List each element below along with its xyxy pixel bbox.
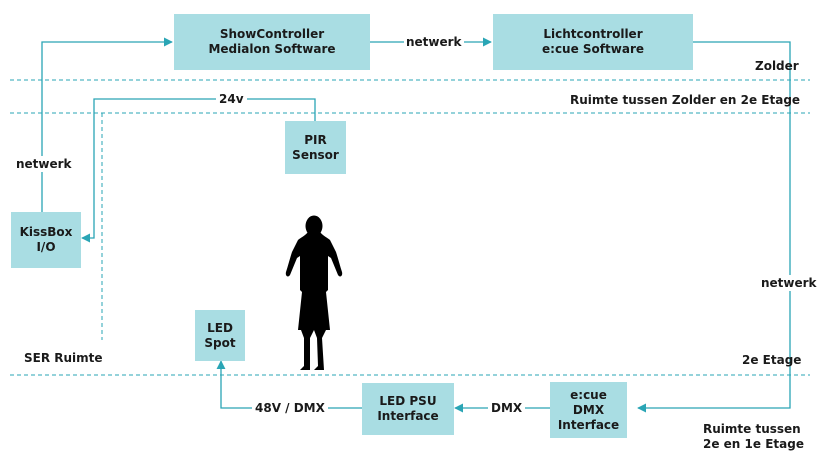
label-dmx: DMX [488,401,526,415]
connector-kissbox-showcontroller [41,37,173,212]
showcontroller-line-2: Medialon Software [208,42,336,56]
kissbox-box: KissBox I/O [11,212,81,268]
label-netwerk-top: netwerk [404,35,464,49]
label-48v-dmx: 48V / DMX [252,401,328,415]
lichtcontroller-line-1: Lichtcontroller [543,27,643,41]
lichtcontroller-line-2: e:cue Software [542,42,644,56]
floor-label-ruimte-2e-1e-line-1: Ruimte tussen [703,422,801,436]
connector-licht-dmx [637,41,791,413]
label-netwerk-right: netwerk [759,275,819,291]
kissbox-line-2: I/O [36,240,56,254]
floor-label-ruimte-2e-1e: Ruimte tussen 2e en 1e Etage [703,422,804,452]
label-24v: 24v [216,92,247,106]
floor-label-zolder: Zolder [755,59,799,73]
pir-line-2: Sensor [292,147,339,162]
pir-line-1: PIR [304,132,327,147]
showcontroller-line-1: ShowController [219,27,325,41]
floor-label-2e-etage: 2e Etage [742,353,802,367]
floor-label-ruimte-zolder-2e: Ruimte tussen Zolder en 2e Etage [570,93,801,107]
ecue-dmx-line-1: e:cue [570,387,607,402]
pir-sensor-box: PIR Sensor [285,121,346,174]
connector-pir-kissbox [81,98,316,243]
ecue-dmx-line-3: Interface [557,417,620,432]
showcontroller-box: ShowController Medialon Software [174,14,370,70]
label-netwerk-left: netwerk [14,156,74,172]
lichtcontroller-box: Lichtcontroller e:cue Software [493,14,693,70]
led-psu-line-2: Interface [377,409,439,423]
ecue-dmx-box: e:cue DMX Interface [550,382,627,438]
floor-label-ser-ruimte: SER Ruimte [24,351,103,365]
led-psu-box: LED PSU Interface [362,383,454,435]
floor-label-ruimte-2e-1e-line-2: 2e en 1e Etage [703,437,804,451]
led-spot-line-2: Spot [204,335,236,350]
woman-silhouette-icon [285,215,343,370]
kissbox-line-1: KissBox [19,225,73,239]
ecue-dmx-line-2: DMX [572,402,605,417]
led-spot-line-1: LED [207,320,233,335]
led-spot-box: LED Spot [195,310,245,361]
led-psu-line-1: LED PSU [379,394,437,408]
